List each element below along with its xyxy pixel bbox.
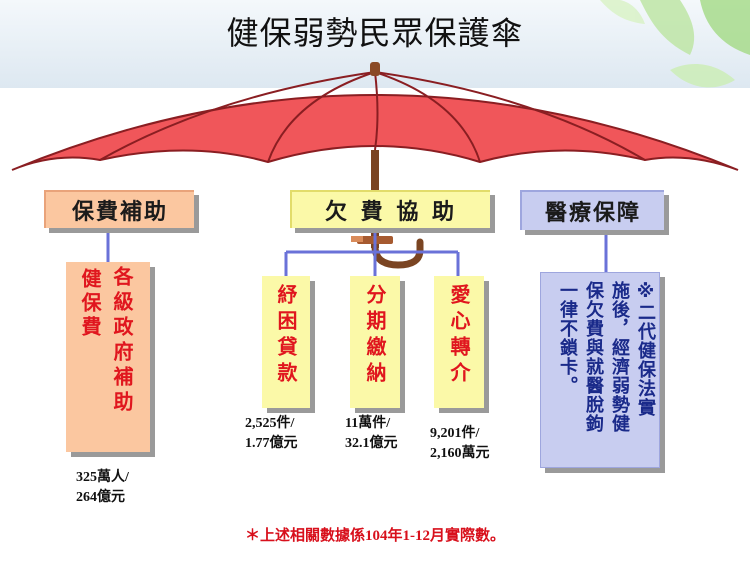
medical-col-2: 施後，經濟弱勢健 xyxy=(609,281,630,433)
medical-col-4: 一律不鎖卡。 xyxy=(557,281,578,395)
arrears-item-relief-loan-label: 紓困貸款 xyxy=(274,284,298,388)
category-arrears-assistance-label: 欠 費 協 助 xyxy=(325,200,457,225)
leaf-decoration-icon xyxy=(600,0,750,88)
subsidy-detail-box: 健保費 各級政府補助 xyxy=(66,262,150,452)
subsidy-stat: 325萬人/ 264億元 xyxy=(76,470,129,505)
category-medical-protection: 醫療保障 xyxy=(520,190,664,230)
arrears-item-installment-stat: 11萬件/ 32.1億元 xyxy=(345,416,398,451)
category-medical-protection-label: 醫療保障 xyxy=(544,201,641,226)
arrears-item-relief-loan: 紓困貸款 xyxy=(262,276,310,408)
arrears-item-charity-referral-stat: 9,201件/ 2,160萬元 xyxy=(430,426,490,461)
connector-lines xyxy=(106,228,608,276)
medical-col-1: ※二代健保法實 xyxy=(635,281,656,417)
medical-detail-box: ※二代健保法實 施後，經濟弱勢健 保欠費與就醫脫鉤 一律不鎖卡。 xyxy=(540,272,660,468)
arrears-item-relief-loan-stat: 2,525件/ 1.77億元 xyxy=(245,416,298,451)
category-premium-subsidy-label: 保費補助 xyxy=(71,200,168,225)
arrears-item-installment: 分期繳納 xyxy=(350,276,400,408)
arrears-item-charity-referral-label: 愛心轉介 xyxy=(447,284,471,388)
category-arrears-assistance: 欠 費 協 助 xyxy=(290,190,490,228)
subsidy-col-1: 健保費 xyxy=(78,268,102,340)
page-title: 健保弱勢民眾保護傘 xyxy=(226,14,524,52)
category-premium-subsidy: 保費補助 xyxy=(44,190,194,228)
arrears-item-installment-label: 分期繳納 xyxy=(363,284,387,388)
medical-col-3: 保欠費與就醫脫鉤 xyxy=(583,281,604,433)
subsidy-col-2: 各級政府補助 xyxy=(110,266,134,416)
footnote: ＊上述相關數據係104年1-12月實際數。 xyxy=(245,528,505,544)
arrears-item-charity-referral: 愛心轉介 xyxy=(434,276,484,408)
